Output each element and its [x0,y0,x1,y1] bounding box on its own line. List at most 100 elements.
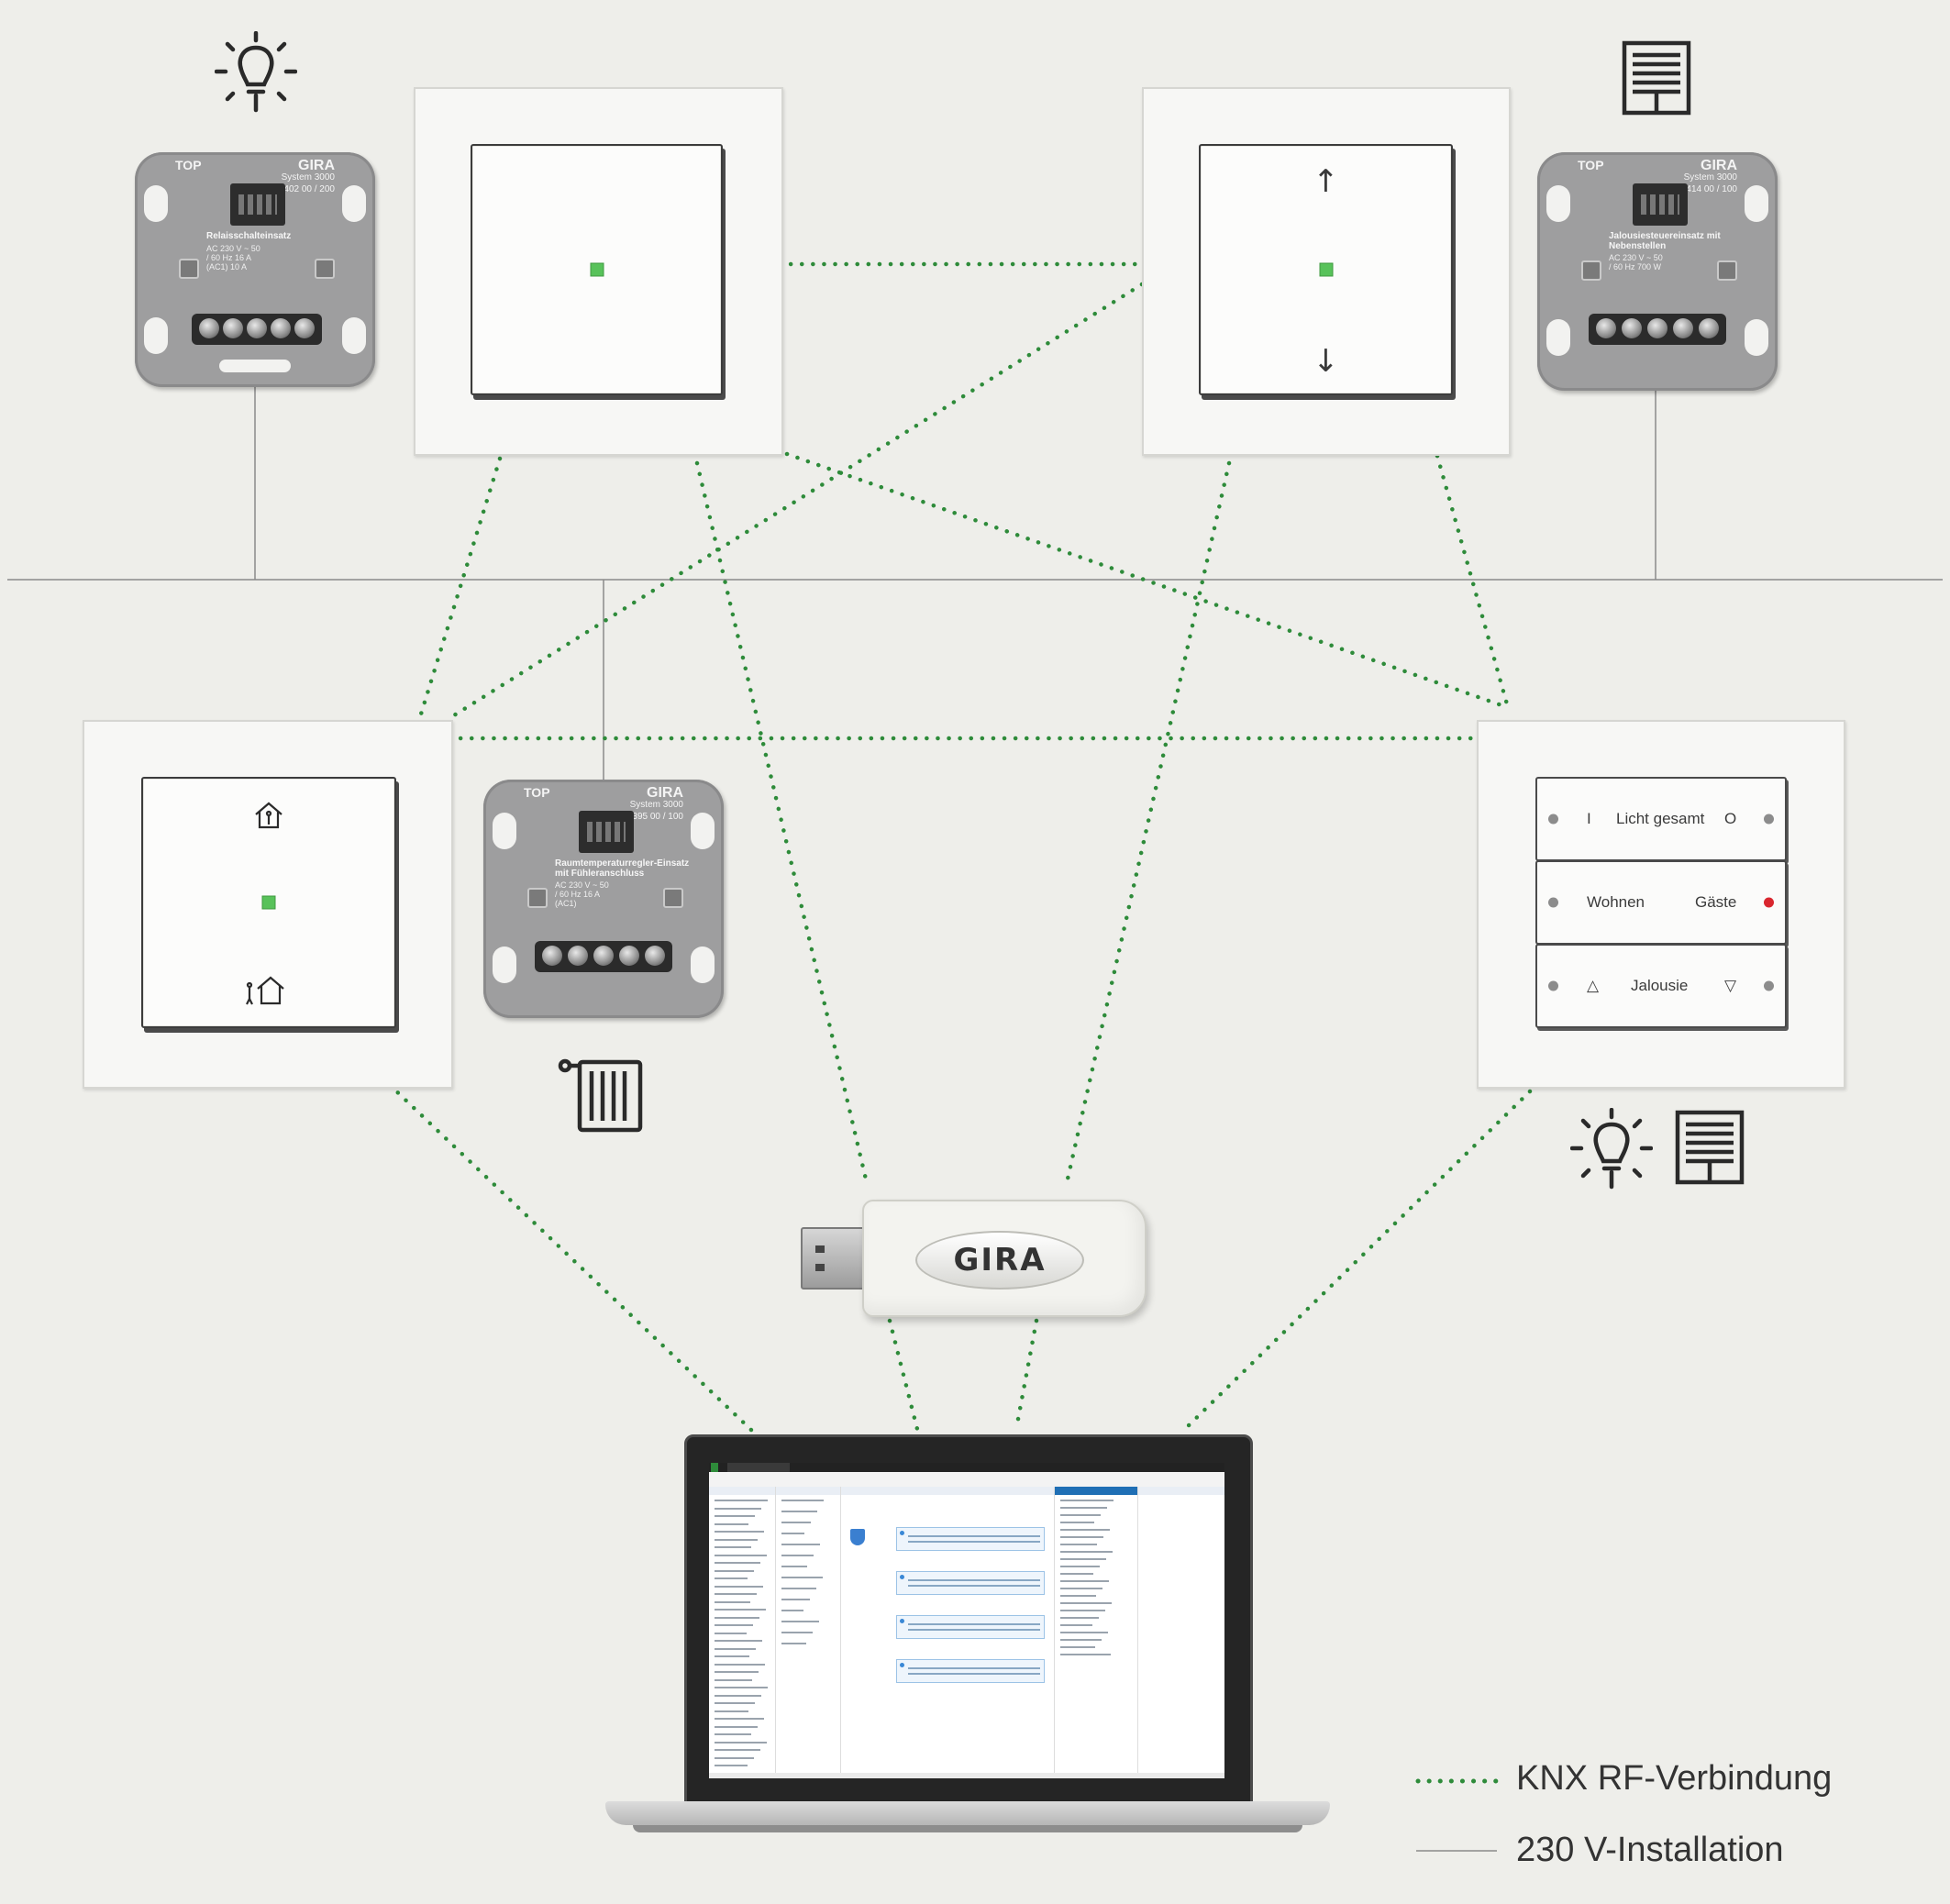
tree-row[interactable] [715,1554,767,1556]
screw [1717,260,1737,281]
tree-row[interactable] [1060,1558,1106,1560]
tree-row[interactable] [781,1544,820,1545]
tree-row[interactable] [1060,1632,1108,1633]
tree-row[interactable] [1060,1646,1095,1648]
tree-row[interactable] [1060,1654,1111,1655]
tree-row[interactable] [781,1632,813,1633]
tree-row[interactable] [1060,1588,1102,1589]
tree-row[interactable] [1060,1639,1102,1641]
tree-row[interactable] [715,1593,757,1595]
tree-row[interactable] [715,1678,752,1681]
tree-row[interactable] [715,1624,753,1626]
tree-row[interactable] [715,1694,761,1697]
tree-row[interactable] [715,1718,764,1720]
button-label-left: Wohnen [1587,893,1645,911]
parameter-pane [841,1487,1055,1773]
tree-row[interactable] [781,1588,816,1589]
light-switch-rocker[interactable] [471,144,723,395]
presence-switch-rocker[interactable] [141,777,396,1028]
off-symbol: O [1724,810,1737,827]
tree-row[interactable] [781,1621,819,1622]
tree-row[interactable] [715,1765,748,1766]
tree-row[interactable] [715,1500,768,1501]
tree-row[interactable] [715,1609,766,1611]
insert-brand: GIRA System 3000 5402 00 / 200 [279,159,335,195]
pane-header [1055,1487,1137,1495]
thermostat-insert: TOP GIRA System 3000 5395 00 / 100 Raumt… [483,780,724,1018]
tree-row[interactable] [781,1566,807,1567]
terminal-block [1589,314,1726,345]
app-tab[interactable] [727,1463,790,1472]
blind-icon [1622,40,1691,116]
tree-row[interactable] [715,1600,750,1603]
tree-row[interactable] [781,1500,824,1501]
tree-row[interactable] [1060,1507,1107,1509]
tree-row[interactable] [781,1643,806,1644]
tree-row[interactable] [715,1577,748,1579]
tree-row[interactable] [1060,1617,1099,1619]
lightbulb-icon [1570,1108,1653,1190]
tree-row[interactable] [715,1632,747,1634]
tree-row[interactable] [715,1663,765,1666]
tree-row[interactable] [715,1522,748,1525]
insert-brand: GIRA System 3000 5414 00 / 100 [1681,159,1737,195]
tree-row[interactable] [715,1585,763,1588]
blind-switch-rocker[interactable]: ↑ ↓ [1199,144,1453,395]
tree-row[interactable] [781,1522,811,1523]
blind-switch-frame: ↑ ↓ [1142,87,1511,456]
tree-row[interactable] [715,1687,768,1688]
tree-row[interactable] [1060,1536,1103,1538]
tree-row[interactable] [781,1533,804,1534]
tree-row[interactable] [1060,1544,1097,1545]
tree-row[interactable] [715,1538,758,1541]
tree-row[interactable] [715,1741,767,1743]
tree-row[interactable] [781,1610,803,1611]
tree-row[interactable] [715,1546,751,1548]
tree-row[interactable] [1060,1602,1112,1604]
insert-spec: AC 230 V ~ 50 / 60 Hz 16 A (AC1) [555,880,609,908]
tree-row[interactable] [1060,1551,1113,1553]
tree-row[interactable] [1060,1624,1092,1626]
tree-row[interactable] [715,1710,748,1712]
rf-link [1180,1089,1533,1434]
push-button-row-scene[interactable]: Wohnen Gäste [1535,860,1787,945]
push-button-row-blind[interactable]: △ Jalousie ▽ [1535,944,1787,1028]
tree-row[interactable] [715,1507,761,1510]
tree-row[interactable] [715,1733,751,1735]
screw [1581,260,1601,281]
tree-row[interactable] [715,1640,762,1642]
tree-row[interactable] [715,1562,760,1564]
tree-row[interactable] [715,1569,754,1572]
tree-row[interactable] [715,1647,756,1650]
tree-row[interactable] [715,1655,749,1657]
tree-row[interactable] [1060,1610,1105,1611]
tree-row[interactable] [781,1511,817,1512]
tree-row[interactable] [715,1702,755,1704]
tree-row[interactable] [781,1577,823,1578]
tree-row[interactable] [781,1555,814,1556]
tree-row[interactable] [1060,1514,1101,1516]
tree-row[interactable] [715,1515,755,1517]
insert-spec: AC 230 V ~ 50 / 60 Hz 700 W [1609,253,1663,271]
tree-row[interactable] [1060,1522,1094,1523]
insert-system: System 3000 [281,172,335,183]
tree-row[interactable] [781,1599,810,1600]
tree-row[interactable] [1060,1500,1113,1501]
tree-row[interactable] [715,1616,759,1619]
rf-link [387,1082,755,1434]
tree-row[interactable] [1060,1573,1093,1575]
tree-row[interactable] [715,1725,758,1728]
tree-row[interactable] [715,1531,764,1533]
tree-row[interactable] [1060,1566,1100,1567]
tree-row[interactable] [1060,1595,1096,1597]
status-led [590,262,604,277]
tree-row[interactable] [715,1671,759,1673]
tree-row[interactable] [715,1756,754,1759]
status-led [1319,262,1333,277]
usb-stick: GIRA [862,1200,1147,1317]
tree-row[interactable] [1060,1529,1110,1531]
mounting-slot [1745,319,1768,356]
tree-row[interactable] [715,1749,760,1751]
tree-row[interactable] [1060,1580,1109,1582]
push-button-row-light[interactable]: I Licht gesamt O [1535,777,1787,861]
